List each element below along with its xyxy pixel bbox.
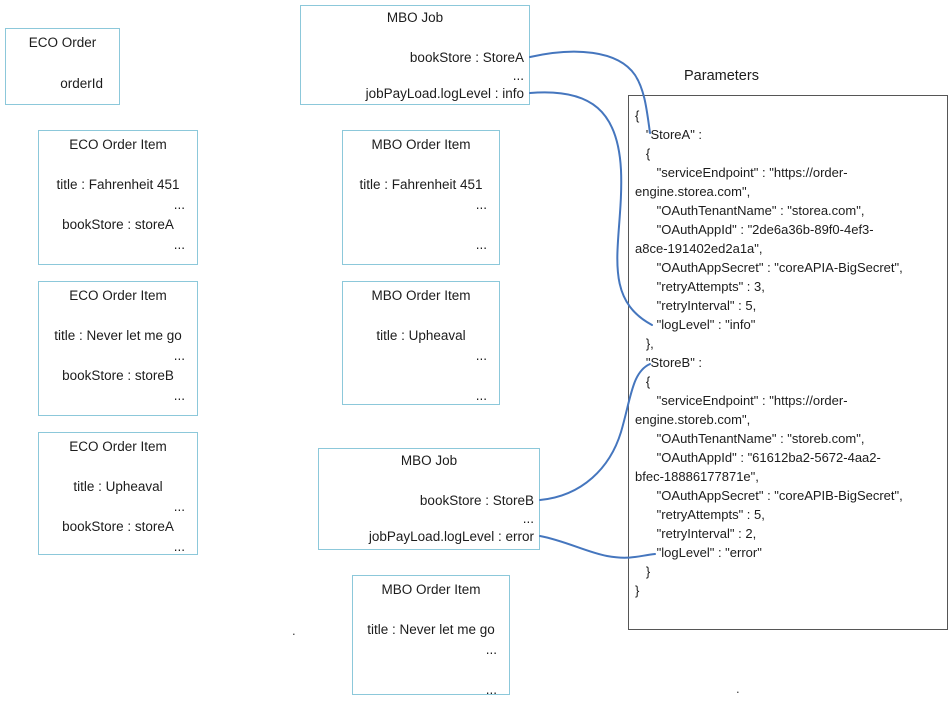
line-ellipsis: ...	[485, 682, 497, 697]
eco-order-box: ECO Order orderId	[5, 28, 120, 105]
line-title-attr: title : Never let me go	[54, 328, 182, 343]
stray-dot-2: .	[736, 681, 740, 696]
stray-dot-1: .	[292, 623, 296, 638]
box-title: ECO Order Item	[69, 439, 167, 454]
line-bookstore-attr: bookStore : StoreB	[419, 493, 534, 508]
mbo-order-item-3-box: MBO Order Item title : Never let me go .…	[352, 575, 510, 697]
line-title-attr: title : Upheaval	[376, 328, 466, 343]
line-ellipsis: ...	[485, 642, 497, 657]
line-ellipsis: ...	[475, 237, 487, 252]
mbo-order-item-2-box: MBO Order Item title : Upheaval ... ...	[342, 281, 500, 405]
line-ellipsis: ...	[173, 237, 185, 252]
box-title: ECO Order Item	[69, 137, 167, 152]
line-ellipsis: ...	[173, 539, 185, 554]
line-ellipsis: ...	[475, 348, 487, 363]
line-ellipsis: ...	[173, 388, 185, 403]
parameters-label: Parameters	[684, 68, 759, 84]
line-blank	[343, 366, 499, 386]
line-loglevel-attr: jobPayLoad.logLevel : error	[368, 529, 534, 544]
box-title: ECO Order Item	[69, 288, 167, 303]
eco-order-item-1-box: ECO Order Item title : Fahrenheit 451 ..…	[38, 130, 198, 265]
mbo-job-1-box: MBO Job bookStore : StoreA ... jobPayLoa…	[300, 5, 530, 105]
line-bookstore-attr: bookStore : StoreA	[409, 50, 524, 65]
eco-order-item-3-box: ECO Order Item title : Upheaval ... book…	[38, 432, 198, 555]
box-title: ECO Order	[28, 35, 97, 50]
line-bookstore-attr: bookStore : storeA	[62, 519, 174, 534]
line-ellipsis: ...	[475, 197, 487, 212]
line-blank	[353, 660, 509, 680]
box-title: MBO Job	[386, 10, 444, 25]
line-loglevel-attr: jobPayLoad.logLevel : info	[365, 86, 524, 101]
box-title: MBO Order Item	[371, 137, 471, 152]
line-title-attr: title : Fahrenheit 451	[359, 177, 483, 192]
line-ellipsis: ...	[475, 388, 487, 403]
mbo-job-2-box: MBO Job bookStore : StoreB ... jobPayLoa…	[318, 448, 540, 550]
eco-order-item-2-box: ECO Order Item title : Never let me go .…	[38, 281, 198, 416]
line-bookstore-attr: bookStore : storeB	[62, 368, 174, 383]
mbo-order-item-1-box: MBO Order Item title : Fahrenheit 451 ..…	[342, 130, 500, 265]
line-title-attr: title : Never let me go	[367, 622, 495, 637]
line-bookstore-attr: bookStore : storeA	[62, 217, 174, 232]
parameters-box: { "StoreA" : { "serviceEndpoint" : "http…	[628, 95, 948, 630]
box-title: MBO Order Item	[381, 582, 481, 597]
line-blank	[343, 215, 499, 235]
box-title: MBO Order Item	[371, 288, 471, 303]
line-title-attr: title : Upheaval	[73, 479, 163, 494]
box-title: MBO Job	[400, 453, 458, 468]
line-ellipsis: ...	[522, 511, 534, 526]
line-ellipsis: ...	[173, 348, 185, 363]
line-ellipsis: ...	[173, 499, 185, 514]
line-ellipsis: ...	[512, 68, 524, 83]
line-orderid: orderId	[60, 76, 103, 91]
parameters-json-text: { "StoreA" : { "serviceEndpoint" : "http…	[635, 108, 903, 598]
line-ellipsis: ...	[173, 197, 185, 212]
line-title-attr: title : Fahrenheit 451	[56, 177, 180, 192]
